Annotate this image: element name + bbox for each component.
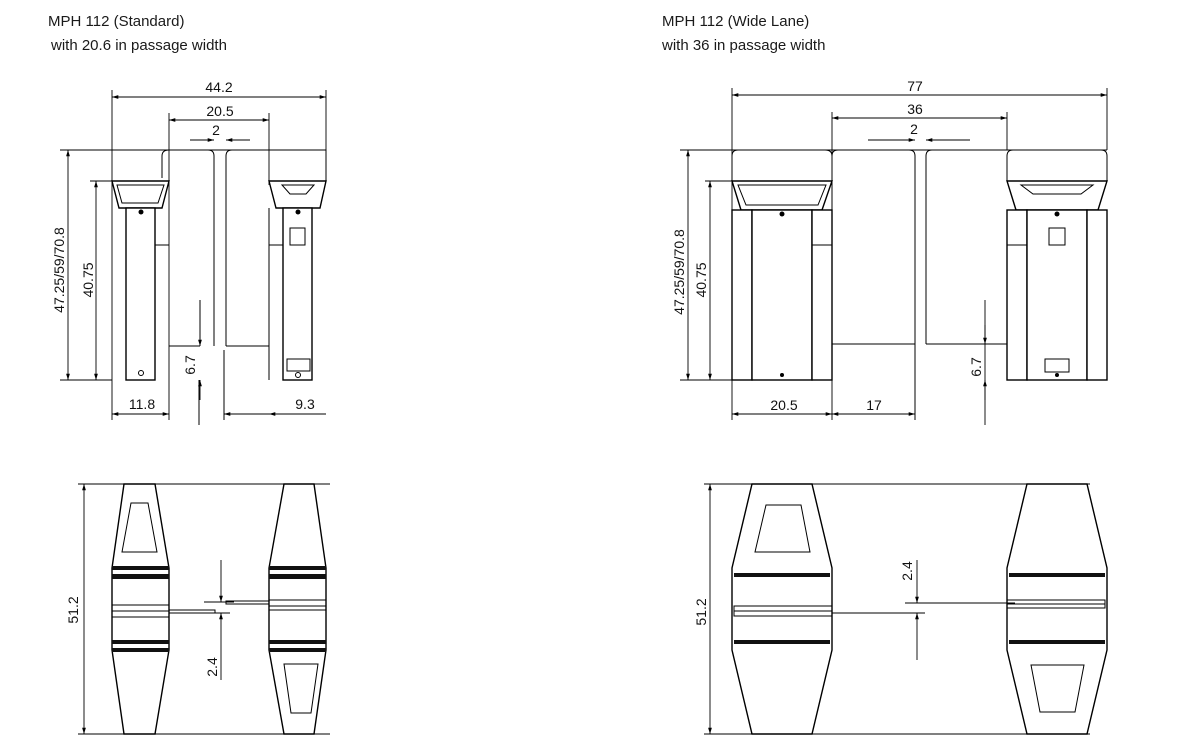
wide-dim-plan-depth: 51.2 — [693, 598, 709, 625]
standard-dim-right-offset: 9.3 — [295, 396, 315, 412]
standard-plan-left-unit — [111, 483, 170, 735]
wide-dim-left-cabinet-width: 20.5 — [770, 397, 797, 413]
wide-glass-panels — [831, 149, 1007, 425]
standard-plan-right-unit — [268, 483, 327, 735]
wide-title-passage: with 36 in passage width — [662, 37, 826, 54]
standard-dim-overall-width: 44.2 — [205, 79, 232, 95]
standard-glass-panels — [161, 149, 327, 425]
wide-left-cabinet — [731, 149, 833, 381]
standard-plan-view: 51.2 2.4 — [65, 483, 330, 735]
standard-dim-cabinet-height: 40.75 — [80, 262, 96, 297]
wide-dim-passage-width: 36 — [907, 101, 923, 117]
standard-dim-plan-depth: 51.2 — [65, 596, 81, 623]
wide-dim-height-options: 47.25/59/70.8 — [671, 229, 687, 315]
standard-dim-gap: 2 — [212, 122, 220, 138]
wide-front-elevation: 77 36 2 47.25/59/70.8 40.75 6.7 20.5 17 — [671, 78, 1108, 425]
standard-title-model: MPH 112 (Standard) — [48, 13, 185, 30]
wide-plan-view: 51.2 2.4 — [693, 483, 1108, 735]
standard-dim-left-cabinet-width: 11.8 — [129, 396, 155, 412]
standard-front-elevation: 44.2 20.5 2 47.25/59/70.8 40.75 6.7 11.8… — [51, 79, 327, 425]
wide-title: MPH 112 (Wide Lane) with 36 in passage w… — [662, 10, 825, 58]
standard-dim-plan-gap: 2.4 — [204, 657, 220, 677]
standard-title: MPH 112 (Standard) with 20.6 in passage … — [48, 10, 227, 58]
standard-left-cabinet — [111, 180, 170, 381]
standard-title-passage: with 20.6 in passage width — [51, 37, 227, 54]
wide-right-cabinet — [1006, 149, 1108, 381]
wide-dim-overall-width: 77 — [907, 78, 923, 94]
wide-dim-gap: 2 — [910, 121, 918, 137]
wide-dim-panel-width: 17 — [866, 397, 882, 413]
standard-dimensions — [66, 95, 326, 416]
wide-dimensions — [686, 93, 1107, 416]
wide-dim-bottom-offset: 6.7 — [968, 357, 984, 377]
wide-plan-right-unit — [1006, 483, 1108, 735]
standard-dim-height-options: 47.25/59/70.8 — [51, 227, 67, 313]
wide-dim-cabinet-height: 40.75 — [693, 262, 709, 297]
standard-dim-bottom-offset: 6.7 — [182, 355, 198, 375]
wide-plan-left-unit — [731, 483, 833, 735]
standard-right-cabinet — [268, 180, 327, 381]
wide-dim-plan-gap: 2.4 — [899, 561, 915, 581]
standard-dim-passage-width: 20.5 — [206, 103, 233, 119]
wide-title-model: MPH 112 (Wide Lane) — [662, 13, 810, 30]
